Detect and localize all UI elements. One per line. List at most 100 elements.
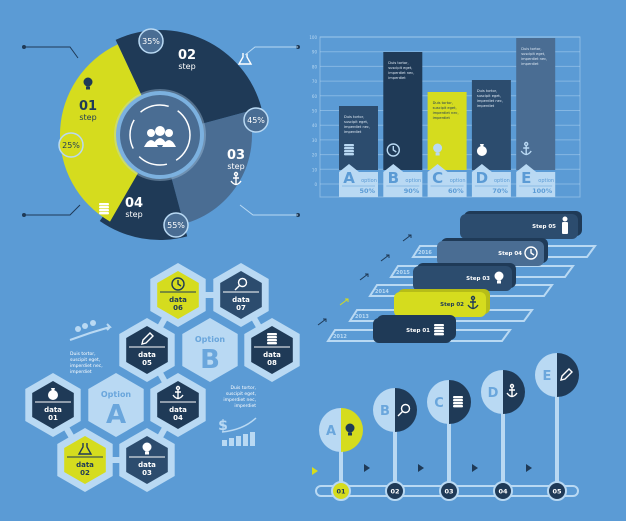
cycle-arrows-icon: [129, 104, 191, 166]
hex-number: 08: [267, 359, 277, 367]
half-circle-right: [395, 388, 417, 432]
step-block-3[interactable]: Step 03: [413, 263, 516, 291]
bar-description: imperdiet nec,: [344, 125, 370, 129]
pencil-icon: [141, 332, 154, 345]
hex-label: data: [232, 296, 250, 304]
timeline-item-A[interactable]: A01: [319, 408, 363, 501]
hex-number: 07: [236, 304, 246, 312]
bar-option-A[interactable]: Duis tortor,suscipit eget,imperdiet nec,…: [339, 106, 378, 197]
hex-label: data: [138, 351, 156, 359]
step-number: 03: [227, 148, 245, 163]
arrow-up-right-icon: [317, 318, 327, 326]
timeline-item-E[interactable]: E05: [535, 353, 579, 501]
timeline-number: 05: [552, 488, 562, 496]
axis-tick: 30: [312, 138, 318, 143]
axis-tick: 0: [314, 182, 317, 187]
timeline-letter: D: [488, 386, 499, 401]
timeline-item-C[interactable]: C03: [427, 380, 471, 501]
arrow-up-right-icon: [339, 298, 349, 306]
step-face: [373, 318, 452, 343]
timeline-item-D[interactable]: D 04: [481, 370, 525, 501]
bar-option-E[interactable]: Duis tortor,suscipit eget,imperdiet nec,…: [516, 38, 556, 197]
step-number: 04: [125, 196, 143, 211]
timeline-item-B[interactable]: B02: [373, 388, 417, 501]
people-icon: [144, 126, 176, 147]
bar: [339, 106, 378, 170]
bar-option-C[interactable]: Duis tortor,suscipit eget,imperdiet nec,…: [427, 92, 467, 197]
clock-icon: [171, 277, 185, 291]
step-block-4[interactable]: Step 04: [437, 238, 548, 266]
arrow-marker: [472, 464, 478, 472]
timeline-node: [385, 481, 405, 501]
bar-description: Duis tortor,: [521, 47, 541, 51]
description-text: imperdiet nec,: [223, 397, 256, 403]
step-block-2[interactable]: Step 02: [394, 289, 490, 317]
axis-tick: 10: [312, 167, 318, 172]
bar-description: Duis tortor,: [388, 61, 408, 65]
hex-label: data: [169, 296, 187, 304]
bar-option-B[interactable]: Duis tortor,suscipit eget,imperdiet nec,…: [383, 52, 423, 197]
bar-description: imperdiet: [433, 116, 451, 120]
bar-description: suscipit eget,: [344, 120, 368, 124]
bar: [471, 80, 511, 170]
option-letter: D: [476, 169, 488, 187]
arrow-marker: [526, 464, 532, 472]
clock-icon: [386, 143, 400, 157]
hex-inner: [64, 436, 106, 484]
step-label: Step 03: [466, 276, 490, 282]
year-label: 2013: [355, 314, 369, 320]
anchor-icon: [506, 383, 518, 398]
hex-inner: [251, 326, 293, 374]
option-hex: [182, 318, 238, 382]
hex-number: 06: [173, 304, 183, 312]
play-marker: [312, 467, 318, 475]
option-letter: A: [343, 169, 355, 187]
hex-inner: [126, 436, 168, 484]
option-label: option: [405, 178, 421, 184]
step-block-5[interactable]: Step 05: [460, 211, 582, 239]
money-bag-icon: [476, 144, 487, 156]
hex-inner: [220, 271, 262, 319]
half-circle-left: [481, 370, 503, 414]
timeline-node: [331, 481, 351, 501]
axis-tick: 70: [312, 79, 318, 84]
option-letter: B: [388, 169, 399, 187]
option-value: 100%: [532, 187, 553, 195]
percent-badge: [163, 212, 189, 238]
timeline-node: [493, 481, 513, 501]
option-label: Option: [101, 390, 132, 399]
option-label: option: [361, 178, 377, 184]
timeline-letter: A: [326, 424, 336, 439]
description-text: imperdiet: [70, 369, 92, 375]
bar: [383, 52, 423, 170]
bar-description: suscipit eget,: [388, 66, 412, 70]
step-segment-03: [171, 111, 252, 224]
timeline-number: 04: [498, 488, 508, 496]
bar-description: Duis tortor,: [344, 115, 364, 119]
arrow-up-right-icon: [380, 254, 390, 262]
option-letter: C: [432, 169, 443, 187]
bar-description: Duis tortor,: [433, 101, 453, 105]
axis-tick: 60: [312, 94, 318, 99]
pointer-line: [244, 46, 298, 56]
half-circle-right: [557, 353, 579, 397]
database-icon: [453, 396, 463, 408]
bar-option-D[interactable]: Duis tortor,suscipit eget,imperdiet nec,…: [471, 80, 511, 197]
bar-description: imperdiet nec,: [433, 111, 459, 115]
bar-description: suscipit eget,: [477, 94, 501, 98]
flask-icon: [77, 443, 93, 455]
option-label-box: [516, 164, 556, 197]
step-block-1[interactable]: Step 01: [373, 315, 456, 343]
